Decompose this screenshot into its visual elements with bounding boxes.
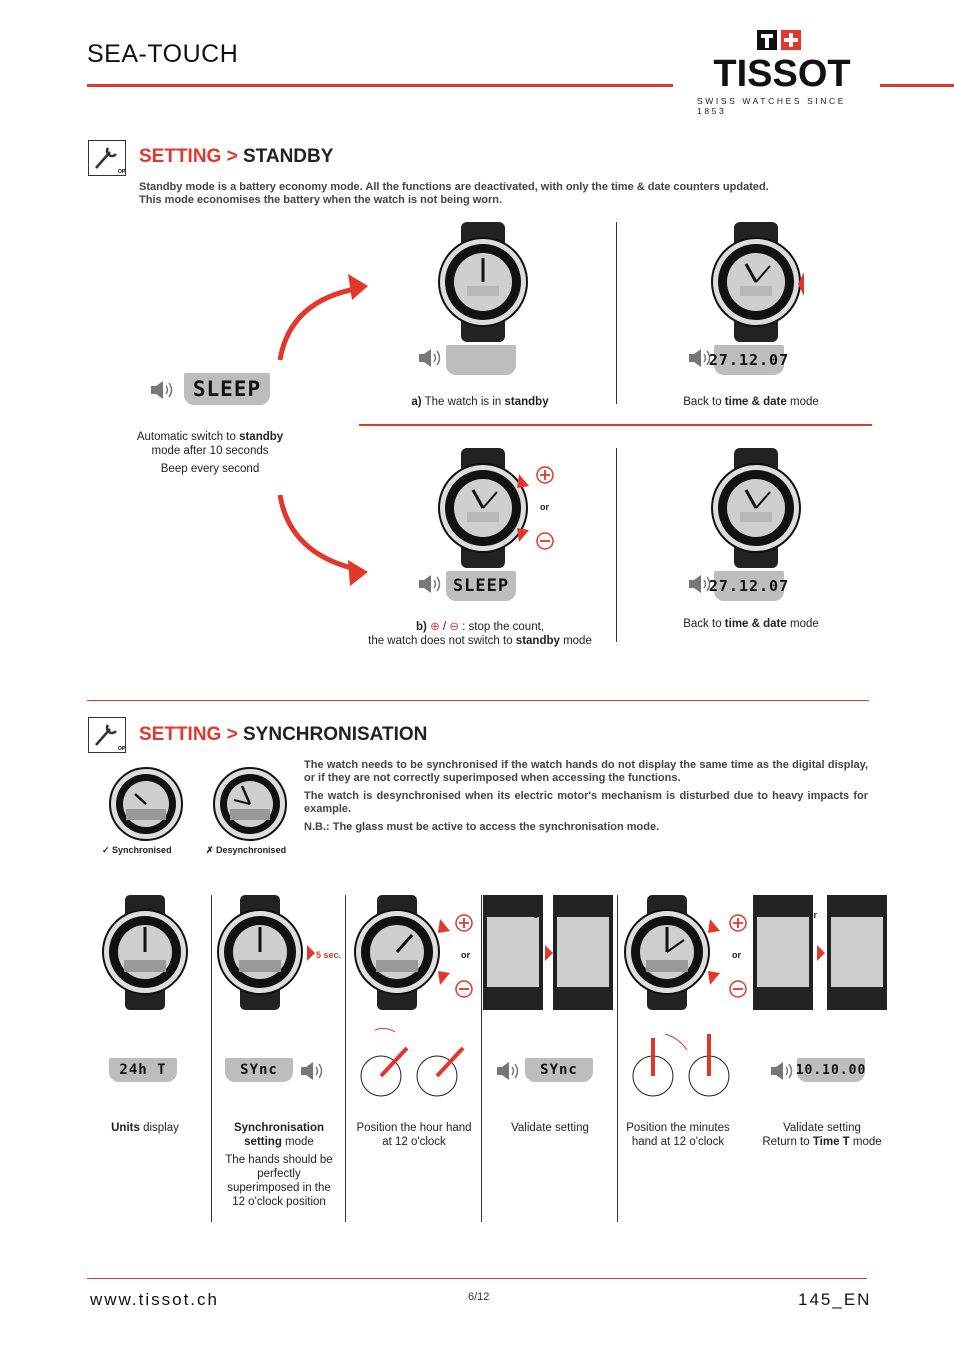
lcd-sync: SYnc	[225, 1058, 293, 1082]
watch-date-top	[706, 222, 806, 347]
caption-back-bottom: Back to time & date mode	[683, 618, 819, 630]
label-synchronised: ✓ Synchronised	[102, 845, 172, 855]
footer-page: 6/12	[468, 1291, 490, 1303]
divider-bottom	[616, 448, 617, 642]
speaker-icon	[418, 574, 444, 599]
step-divider-3	[481, 895, 482, 1222]
speaker-icon	[496, 1061, 522, 1086]
footer-code: 145_EN	[798, 1290, 872, 1309]
caption-step-6: Validate setting Return to Time T mode	[762, 1122, 882, 1148]
five-sec-label: 5 sec.	[316, 950, 342, 960]
section-divider	[87, 700, 869, 701]
caption-step-4: Validate setting	[511, 1122, 589, 1134]
lcd-time: 10.10.00	[796, 1058, 865, 1082]
step-divider-1	[211, 895, 212, 1222]
or-text: or	[461, 950, 470, 960]
caption-back-top: Back to time & date mode	[683, 396, 819, 408]
plus-icon	[536, 466, 554, 489]
speaker-icon	[150, 380, 176, 405]
hour-hand-diagram	[355, 1020, 475, 1105]
svg-text:OPT: OPT	[118, 746, 126, 752]
step-divider-4	[617, 895, 618, 1222]
or-text: or	[540, 502, 549, 512]
standby-title: SETTING > STANDBY	[139, 146, 334, 167]
minute-hand-diagram	[627, 1020, 737, 1105]
plus-icon	[729, 914, 747, 937]
watch-step-5	[622, 895, 722, 1015]
caption-b: b) ⊕ / ⊖ : stop the count, the watch doe…	[368, 621, 592, 647]
lcd-sync-validate: SYnc	[525, 1058, 593, 1082]
or-text: or	[533, 910, 542, 920]
or-text: or	[732, 950, 741, 960]
label-desynchronised: ✗ Desynchronised	[206, 845, 287, 855]
speaker-icon	[688, 348, 714, 373]
caption-step-3: Position the hour hand at 12 o'clock	[356, 1122, 472, 1148]
watch-standby-b	[433, 448, 533, 573]
watch-step-2	[215, 895, 315, 1015]
caption-step-5: Position the minutes hand at 12 o'clock	[626, 1122, 730, 1148]
watch-step-6	[753, 895, 893, 1015]
speaker-icon	[770, 1061, 796, 1086]
watch-synchronised	[108, 764, 184, 849]
watch-desynchronised	[212, 764, 288, 849]
or-text: or	[808, 910, 817, 920]
lcd-24h: 24h T	[109, 1058, 177, 1082]
footer-url[interactable]: www.tissot.ch	[90, 1290, 219, 1309]
speaker-icon	[300, 1061, 326, 1086]
standby-intro: Standby mode is a battery economy mode. …	[139, 181, 769, 206]
footer-rule	[87, 1278, 867, 1279]
step-divider-2	[345, 895, 346, 1222]
page-title: SEA-TOUCH	[87, 40, 239, 68]
opt-wrench-icon: OPT	[88, 717, 128, 758]
sync-title: SETTING > SYNCHRONISATION	[139, 724, 428, 745]
speaker-icon	[418, 348, 444, 373]
minus-icon	[455, 980, 473, 1003]
tissot-logo: TISSOT SWISS WATCHES SINCE 1853	[697, 28, 867, 116]
minus-icon	[729, 980, 747, 1003]
lcd-date-top: 27.12.07	[709, 345, 788, 375]
caption-a: a) The watch is in standby	[411, 396, 549, 408]
watch-step-1	[100, 895, 190, 1015]
watch-step-3	[352, 895, 452, 1015]
caption-step-2: Synchronisation setting mode The hands s…	[225, 1122, 333, 1208]
lcd-blank	[446, 345, 516, 375]
header-rule-left	[87, 84, 673, 87]
brand-text: TISSOT	[713, 53, 850, 88]
svg-text:OPT: OPT	[118, 169, 126, 175]
auto-switch-caption: Automatic switch to standby mode after 1…	[136, 431, 284, 475]
watch-step-4	[483, 895, 615, 1015]
sync-intro: The watch needs to be synchronised if th…	[304, 759, 868, 833]
minus-icon	[536, 532, 554, 555]
lcd-date-bottom: 27.12.07	[709, 571, 788, 601]
lcd-sleep-b: SLEEP	[446, 571, 516, 601]
lcd-sleep-main: SLEEP	[184, 373, 270, 405]
speaker-icon	[688, 574, 714, 599]
opt-wrench-icon: OPT	[88, 140, 128, 181]
header-rule-right	[880, 84, 954, 87]
brand-sub: SWISS WATCHES SINCE 1853	[697, 96, 847, 116]
caption-step-1: Units display	[111, 1122, 179, 1134]
watch-standby-a	[433, 222, 533, 347]
standby-mid-rule	[359, 424, 872, 426]
divider-top	[616, 222, 617, 404]
plus-icon	[455, 914, 473, 937]
watch-date-bottom	[706, 448, 806, 573]
curved-arrows	[277, 274, 368, 586]
